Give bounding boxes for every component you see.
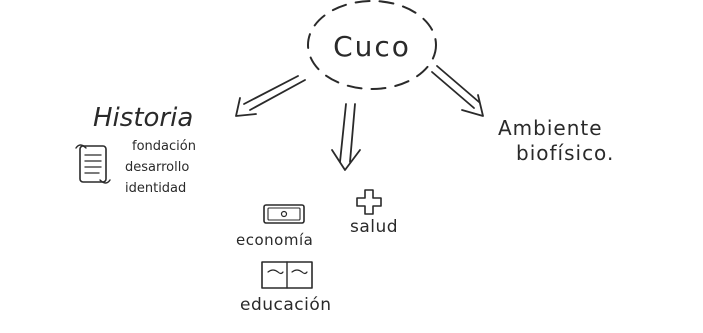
educacion-label: educación [240,295,332,315]
middle-branch: economía salud educación [236,189,398,315]
center-node: Cuco [307,0,437,90]
historia-item: desarrollo [125,160,189,175]
salud-label: salud [350,217,398,237]
economia-label: economía [236,231,313,249]
historia-item: fondación [132,139,196,154]
historia-branch: Historia fondación desarrollo identidad [75,103,196,196]
ambiente-line-1: Ambiente [498,116,603,140]
arrow-to-historia [235,75,306,117]
center-node-label: Cuco [333,30,411,63]
historia-title: Historia [93,103,193,133]
ambiente-line-2: biofísico. [516,141,614,165]
arrow-to-ambiente [431,65,484,117]
historia-item: identidad [125,181,186,196]
ambiente-branch: Ambiente biofísico. [498,116,614,165]
banknote-icon [263,204,305,224]
center-node-circle [307,0,437,90]
scroll-icon [75,144,111,184]
cross-icon [356,189,382,215]
arrow-to-middle [331,103,361,171]
open-book-icon [261,261,313,289]
